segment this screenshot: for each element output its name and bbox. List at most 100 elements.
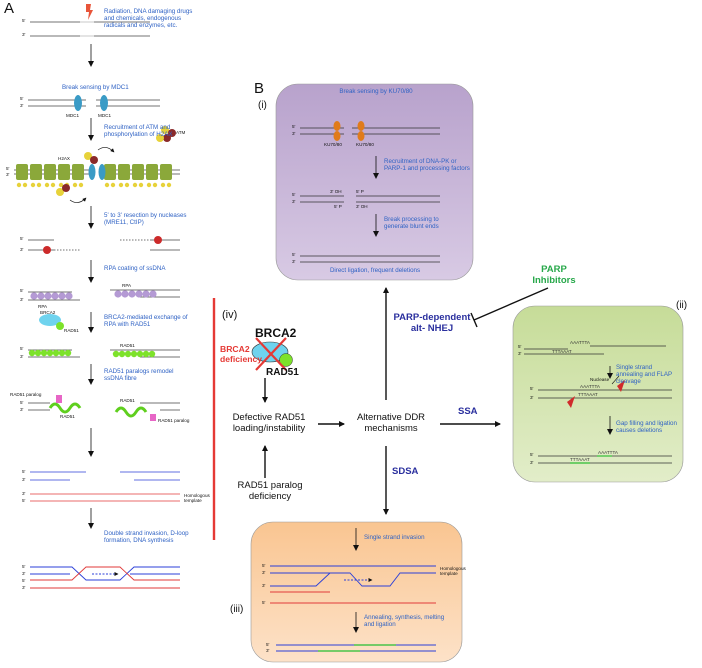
phospho-icon: [50, 182, 56, 188]
phospho-icon: [58, 182, 64, 188]
phospho-icon: [124, 182, 130, 188]
label-5: 5': [292, 192, 296, 197]
box-iii: [250, 521, 463, 663]
box-ii: [512, 305, 684, 483]
paralog-icon: [150, 414, 156, 421]
p-label: 5' P: [356, 189, 364, 194]
rad51-icon: [142, 350, 150, 358]
label-5: 5': [292, 252, 296, 257]
label-5: 5': [20, 236, 24, 241]
rpa-icon: [37, 292, 45, 300]
phospho-icon: [72, 182, 78, 188]
label-3: 3': [20, 407, 24, 412]
seq-label: TTTAAAT: [578, 392, 598, 397]
phospho-icon: [138, 182, 144, 188]
rpa-icon: [65, 292, 73, 300]
label-3: 3': [20, 354, 24, 359]
rpa-icon: [142, 290, 150, 298]
label-5: 5': [530, 452, 534, 457]
phospho-icon: [22, 182, 28, 188]
nuclease-icon: [567, 396, 575, 408]
rpa-icon: [58, 292, 66, 300]
phospho-icon: [132, 182, 138, 188]
box-i-t2: Recruitment of DNA-PK or PARP-1 and proc…: [384, 158, 470, 173]
label-5: 5': [266, 642, 270, 647]
atm-icon: [56, 184, 70, 196]
alternative-ddr: Alternative DDR mechanisms: [356, 412, 426, 434]
brca2-deficiency: BRCA2 deficiency: [220, 344, 263, 364]
box-i-t3: Break processing to generate blunt ends: [384, 216, 439, 231]
rad51-paralog-deficiency: RAD51 paralog deficiency: [237, 480, 303, 502]
rad51-icon: [130, 350, 138, 358]
step-mdc1: Break sensing by MDC1: [62, 84, 129, 91]
seq-label: AAATTTA: [598, 450, 618, 455]
nucleosome-icon: [44, 164, 56, 180]
label-3: 3': [292, 259, 296, 264]
label-5: 5': [20, 400, 24, 405]
rad51-icon: [124, 350, 132, 358]
rpa-icon: [51, 292, 59, 300]
label-5: 5': [262, 600, 266, 605]
label-h2ax: H2AX: [58, 156, 71, 161]
label-3: 3': [22, 491, 26, 496]
label-3: 3': [22, 32, 26, 37]
ssa-label: SSA: [458, 406, 478, 417]
rad51-icon: [118, 350, 126, 358]
label-3: 3': [22, 477, 26, 482]
rpa-icon: [128, 290, 136, 298]
roman-i: (i): [258, 100, 267, 111]
label-3: 3': [6, 172, 10, 177]
box-i-t4: Direct ligation, frequent deletions: [329, 267, 421, 274]
step-rpa: RPA coating of ssDNA: [104, 265, 166, 272]
seq-label: AAATTTA: [570, 340, 590, 345]
nucleosome-icon: [146, 164, 158, 180]
label-mdc1: MDC1: [98, 113, 112, 118]
rpa-icon: [114, 290, 122, 298]
roman-iv: (iv): [222, 309, 238, 321]
paralog-icon: [56, 395, 62, 403]
mdc1-icon: [74, 95, 82, 111]
rpa-beads: [30, 290, 157, 300]
label-3: 3': [22, 585, 26, 590]
label-rad51: RAD51: [120, 343, 135, 348]
nucleosome-icon: [72, 164, 84, 180]
sdsa-label: SDSA: [392, 466, 419, 477]
label-3: 3': [530, 460, 534, 465]
oh-label: 3' OH: [356, 204, 368, 209]
atm-icon: [156, 126, 176, 142]
label-3: 3': [20, 297, 24, 302]
label-rad51-paralog: RAD51 paralog: [10, 392, 42, 397]
defective-rad51: Defective RAD51 loading/instability: [232, 412, 306, 434]
label-5: 5': [262, 563, 266, 568]
p-label: 5' P: [334, 204, 342, 209]
label-3: 3': [292, 131, 296, 136]
label-3: 3': [292, 199, 296, 204]
rad51-beads: [28, 349, 156, 358]
nucleosome-icon: [160, 164, 172, 180]
label-rpa: RPA: [38, 304, 48, 309]
label-atm: ATM: [176, 130, 186, 135]
phospho-icon: [166, 182, 172, 188]
label-3: 3': [518, 351, 522, 356]
oh-label: 3' OH: [330, 189, 342, 194]
h2ax-nucleosomes: [16, 164, 172, 188]
nucleosome-icon: [104, 164, 116, 180]
cross-icon: [255, 337, 287, 371]
ku-icon: [333, 121, 365, 141]
label-5: 5': [22, 469, 26, 474]
rad51-icon: [58, 349, 66, 357]
rpa-icon: [135, 290, 143, 298]
seq-label: AAATTTA: [580, 384, 600, 389]
phospho-icon: [110, 182, 116, 188]
rad51-icon: [46, 349, 54, 357]
rpa-icon: [44, 292, 52, 300]
phospho-icon: [152, 182, 158, 188]
box-i: [275, 83, 474, 281]
step-dloop: Double strand invasion, D-loop formation…: [104, 530, 189, 545]
roman-ii: (ii): [676, 300, 688, 311]
nucleosome-icon: [30, 164, 42, 180]
label-homologous-template: Homologous template: [440, 566, 466, 576]
box-i-t1: Break sensing by KU70/80: [339, 88, 413, 95]
parp-inhibitors: PARP Inhibitors: [532, 264, 576, 286]
box-iii-final: [276, 644, 436, 652]
